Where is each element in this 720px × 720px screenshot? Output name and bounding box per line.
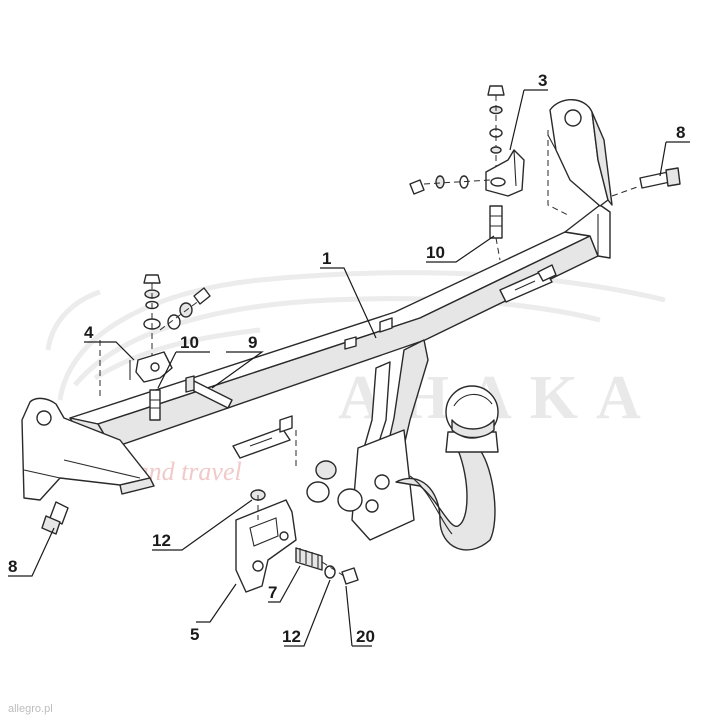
callout-8-right: 8 — [676, 123, 685, 142]
spring-washer-nut — [295, 547, 359, 585]
callout-1: 1 — [322, 249, 331, 268]
socket-plate — [235, 489, 297, 593]
callout-3: 3 — [538, 71, 547, 90]
callout-12-lower: 12 — [282, 627, 301, 646]
callout-8-left: 8 — [8, 557, 17, 576]
callout-12-upper: 12 — [152, 531, 171, 550]
callout-4: 4 — [84, 323, 94, 342]
left-hardware-stack — [129, 274, 233, 421]
bolt-8-right — [611, 167, 681, 197]
callout-20: 20 — [356, 627, 375, 646]
callout-9: 9 — [248, 333, 257, 352]
callout-10-right: 10 — [426, 243, 445, 262]
callout-7: 7 — [268, 583, 277, 602]
corner-watermark: allegro.pl — [8, 703, 53, 715]
callout-labels: 1 3 4 5 7 8 8 9 10 10 12 12 20 — [8, 71, 685, 646]
callout-leaders — [8, 89, 690, 647]
tow-ball-assembly — [306, 339, 499, 551]
callout-10-left: 10 — [180, 333, 199, 352]
bolt-8-left — [41, 501, 69, 535]
right-hardware-stack — [409, 85, 525, 239]
right-side-bracket — [547, 99, 613, 216]
left-side-bracket — [21, 340, 155, 501]
callout-5: 5 — [190, 625, 199, 644]
